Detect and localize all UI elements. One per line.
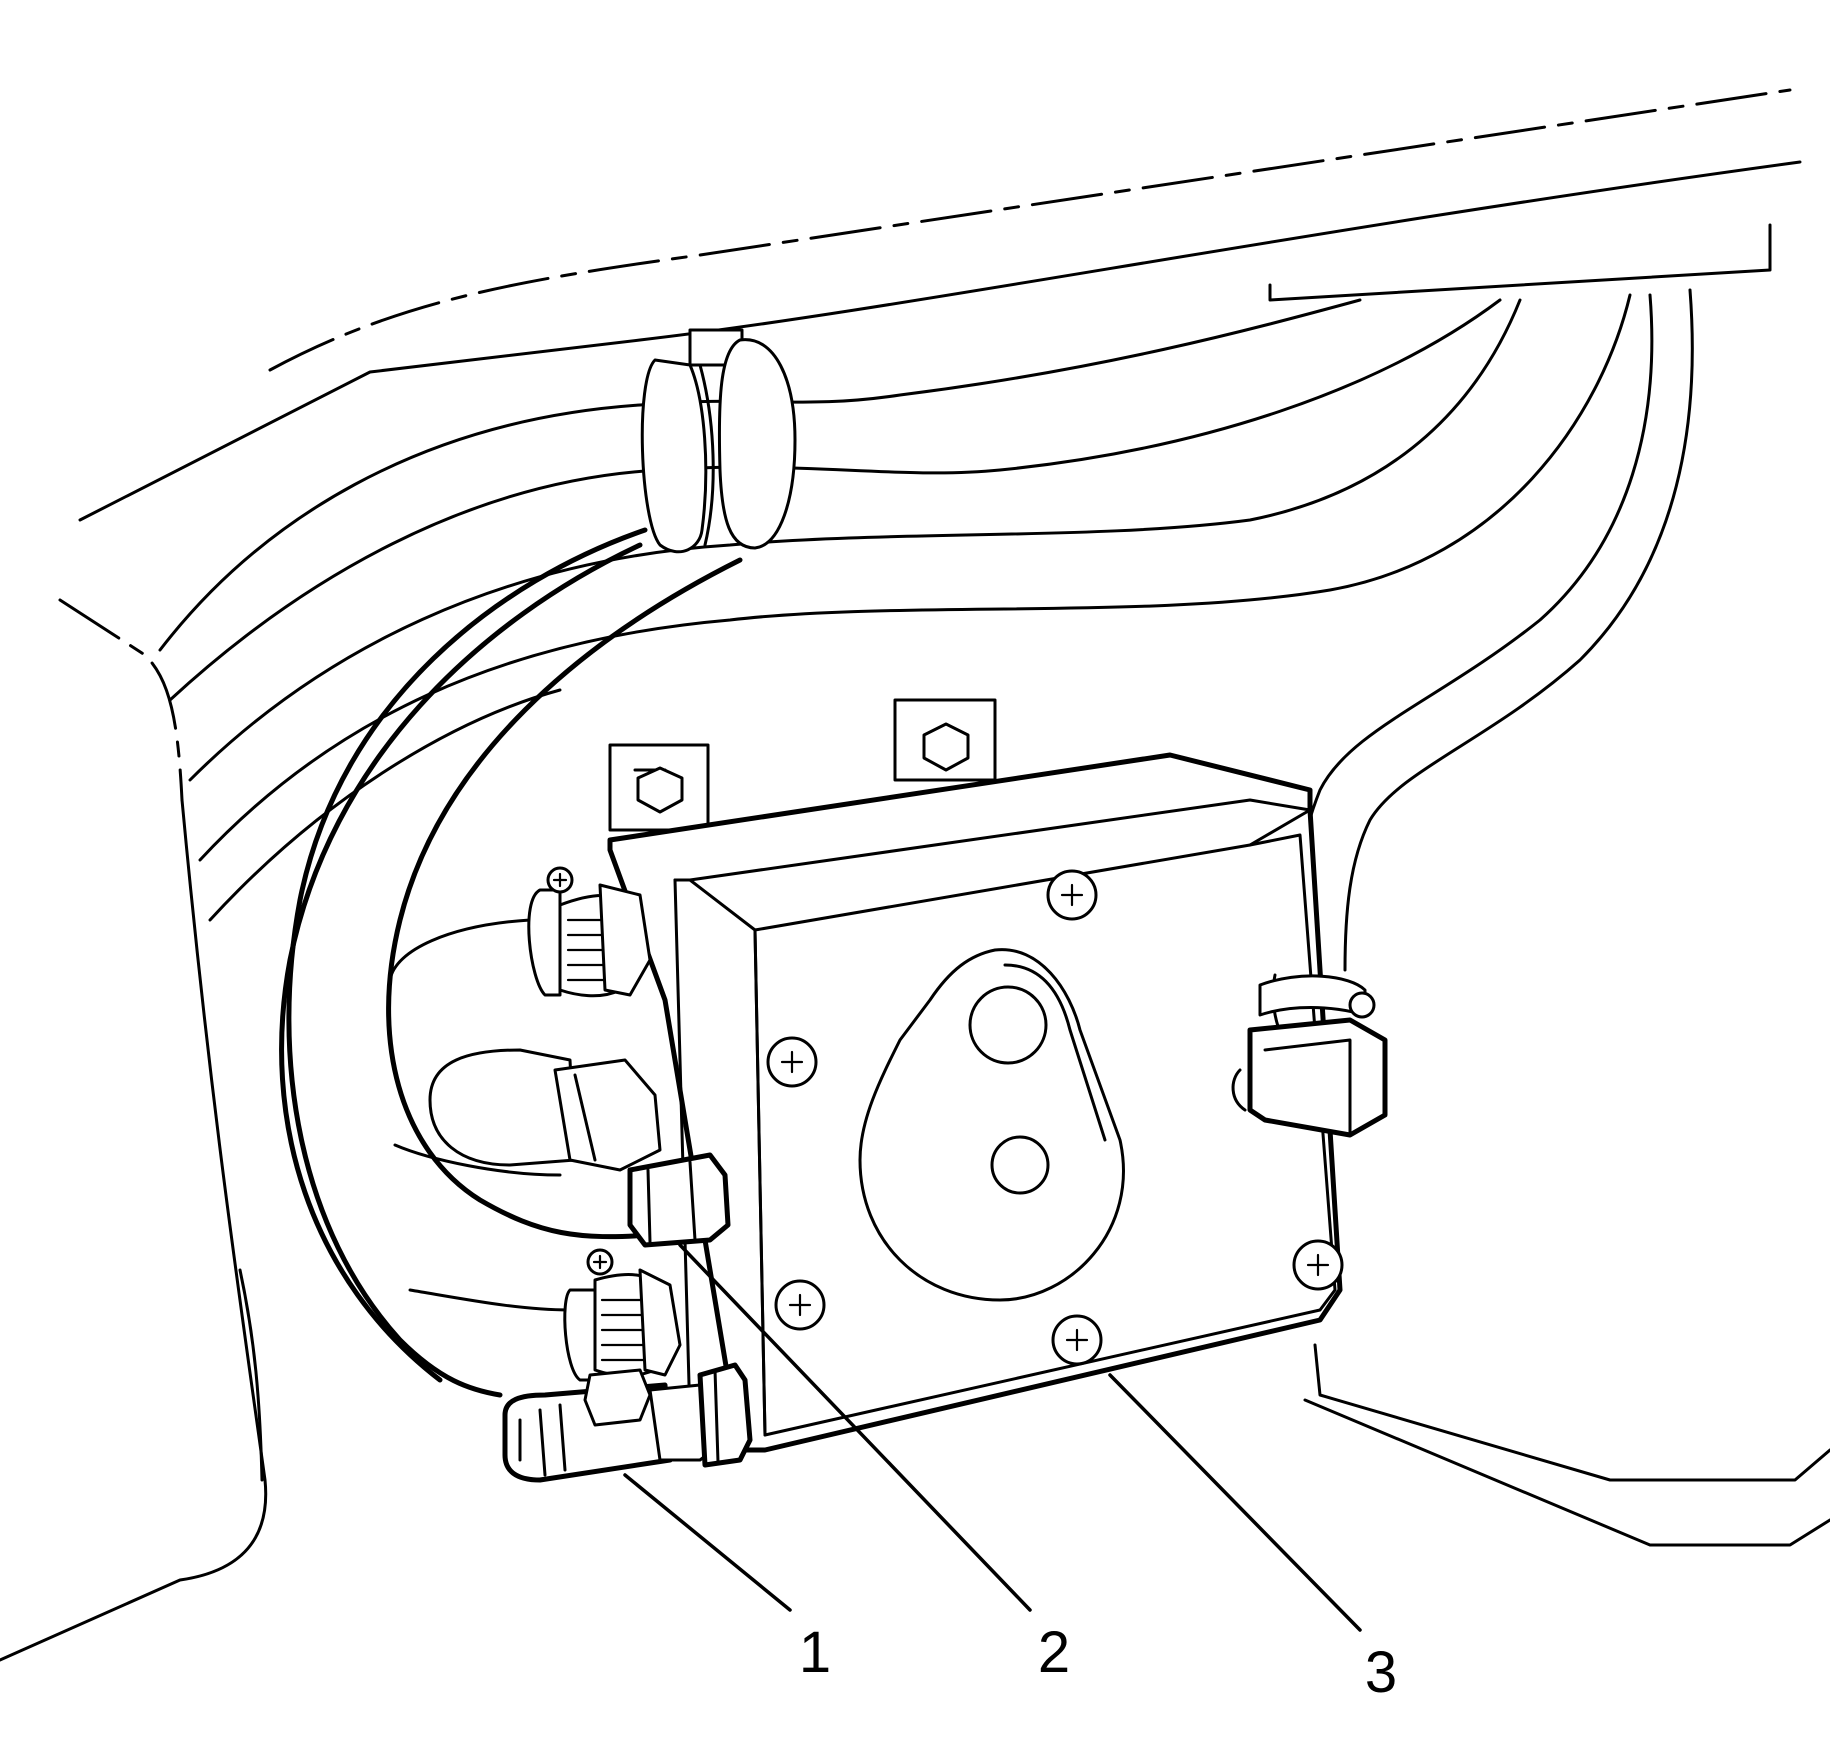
cam-plate xyxy=(858,948,1125,1302)
electrical-connector xyxy=(502,1362,753,1483)
sensor-fitting xyxy=(627,1152,731,1248)
middle-hose-connection xyxy=(428,1048,662,1172)
callout-3: 3 xyxy=(1365,1640,1397,1705)
callout-1: 1 xyxy=(799,1620,831,1685)
right-hose-clamp xyxy=(1231,973,1388,1138)
hose-grommet xyxy=(640,328,797,554)
lower-hose-connection xyxy=(563,1248,682,1382)
leader-line-3 xyxy=(1108,1373,1362,1632)
hose-bundle xyxy=(158,288,1694,972)
phillips-screws xyxy=(766,869,1344,1366)
leader-lines xyxy=(623,1243,1362,1632)
leader-line-2 xyxy=(678,1243,1032,1612)
callout-2: 2 xyxy=(1038,1620,1070,1685)
wiring-harness xyxy=(279,527,743,1398)
upper-hose-connection xyxy=(527,866,652,998)
leader-line-1 xyxy=(623,1473,792,1612)
mounting-bolts xyxy=(636,722,970,814)
